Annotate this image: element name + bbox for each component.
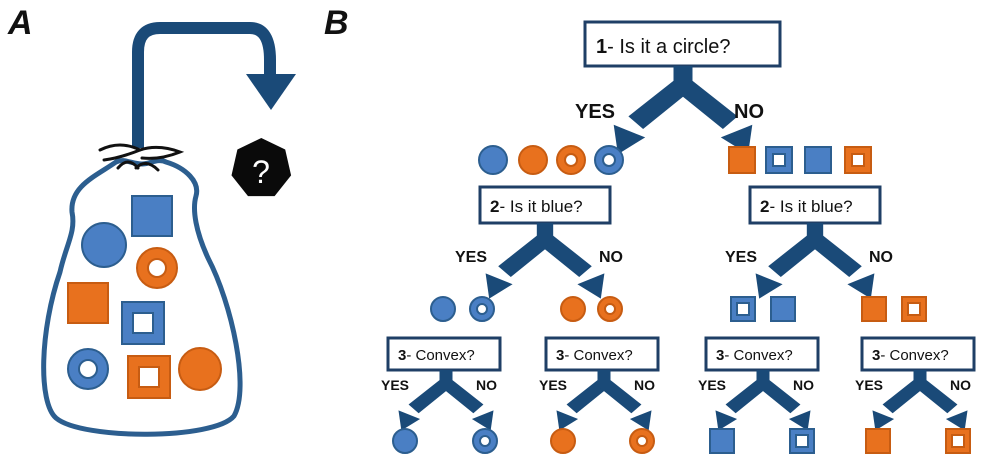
blue-squares-group [730, 296, 796, 322]
curved-arrow-icon [132, 22, 276, 148]
svg-text:3- Convex?: 3- Convex? [398, 347, 475, 364]
orange-hollow-square-hole-icon [851, 153, 865, 167]
q3-2-text: - Convex? [564, 347, 632, 364]
blue-hollow-square-hole-icon [736, 302, 750, 316]
branch-yes-label: YES [698, 377, 726, 393]
blue-square-icon [709, 428, 735, 454]
panel-b-label: B [324, 4, 349, 42]
q3-4-number: 3 [872, 347, 880, 364]
heptagon-mystery-icon [231, 138, 292, 197]
branch-no-label: NO [634, 377, 655, 393]
blue-ring-hole-icon [602, 153, 616, 167]
orange-hollow-square-hole-icon [907, 302, 921, 316]
blue-ring-hole-icon [78, 359, 98, 379]
orange-ring-hole-icon [564, 153, 578, 167]
blue-ring-hole-icon [476, 303, 488, 315]
curved-arrow-head-icon [246, 74, 296, 110]
blue-circle-icon [81, 222, 127, 268]
branch-yes-label: YES [539, 377, 567, 393]
orange-ring-hole-icon [604, 303, 616, 315]
orange-ring-hole-icon [147, 258, 167, 278]
blue-circle-icon [478, 145, 508, 175]
q3-1-number: 3 [398, 347, 406, 364]
branch-no-label: NO [734, 101, 764, 123]
branch-no-label: NO [793, 377, 814, 393]
blue-ring-hole-icon [479, 435, 491, 447]
q2-left-number: 2 [490, 197, 499, 216]
q3-1-text: - Convex? [406, 347, 474, 364]
q3-3-number: 3 [716, 347, 724, 364]
question-3-box-3: 3- Convex? [704, 336, 820, 372]
orange-circle-icon [178, 347, 222, 391]
q2-right-number: 2 [760, 197, 769, 216]
orange-circle-icon [560, 296, 586, 322]
branch-yes-label: YES [855, 377, 883, 393]
question-3-box-2: 3- Convex? [544, 336, 660, 372]
orange-square-icon [728, 146, 756, 174]
q2-left-text: - Is it blue? [499, 197, 582, 216]
blue-square-icon [804, 146, 832, 174]
bag-tie-icon [98, 143, 185, 172]
q2-right-text: - Is it blue? [769, 197, 852, 216]
mystery-symbol: ? [252, 154, 270, 190]
q3-4-text: - Convex? [880, 347, 948, 364]
blue-hollow-square-hole-icon [132, 312, 154, 334]
svg-text:2- Is it blue?: 2- Is it blue? [760, 197, 853, 216]
branch-no-label: NO [476, 377, 497, 393]
blue-square-icon [131, 195, 173, 237]
orange-ring-hole-icon [636, 435, 648, 447]
blue-square-icon [770, 296, 796, 322]
fork-arrow-icon [485, 223, 605, 299]
svg-text:3- Convex?: 3- Convex? [556, 347, 633, 364]
svg-text:3- Convex?: 3- Convex? [716, 347, 793, 364]
orange-square-icon [865, 428, 891, 454]
question-3-box-1: 3- Convex? [386, 336, 502, 372]
svg-text:1- Is it a circle?: 1- Is it a circle? [596, 36, 730, 58]
svg-text:3- Convex?: 3- Convex? [872, 347, 949, 364]
fork-arrow-icon [613, 66, 753, 155]
fork-arrow-icon [755, 223, 875, 299]
blue-hollow-square-hole-icon [795, 434, 809, 448]
orange-square-icon [67, 282, 109, 324]
branch-yes-label: YES [725, 249, 757, 266]
orange-hollow-square-hole-icon [138, 366, 160, 388]
branch-yes-label: YES [575, 101, 615, 123]
q1-number: 1 [596, 36, 607, 58]
svg-text:2- Is it blue?: 2- Is it blue? [490, 197, 583, 216]
q1-text: - Is it a circle? [607, 36, 730, 58]
blue-circle-icon [430, 296, 456, 322]
branch-no-label: NO [599, 249, 623, 266]
orange-circle-icon [550, 428, 576, 454]
q3-3-text: - Convex? [724, 347, 792, 364]
branch-no-label: NO [950, 377, 971, 393]
blue-circles-group [430, 296, 495, 322]
orange-hollow-square-hole-icon [951, 434, 965, 448]
panel-a-label: A [7, 4, 33, 42]
bag-group: ? [41, 22, 296, 437]
blue-circle-icon [392, 428, 418, 454]
blue-hollow-square-icon [789, 428, 815, 454]
orange-circles-group [560, 296, 623, 322]
orange-circle-icon [518, 145, 548, 175]
q3-2-number: 3 [556, 347, 564, 364]
question-2-box-left: 2- Is it blue? [478, 185, 612, 225]
orange-square-icon [861, 296, 887, 322]
orange-squares-group [861, 296, 927, 322]
circle-group [478, 145, 624, 175]
branch-yes-label: YES [381, 377, 409, 393]
blue-hollow-square-hole-icon [772, 153, 786, 167]
branch-no-label: NO [869, 249, 893, 266]
question-1-box: 1- Is it a circle? [583, 20, 782, 68]
orange-hollow-square-icon [127, 355, 171, 399]
question-2-box-right: 2- Is it blue? [748, 185, 882, 225]
branch-yes-label: YES [455, 249, 487, 266]
square-group [728, 146, 872, 174]
orange-hollow-square-icon [901, 296, 927, 322]
question-3-box-4: 3- Convex? [860, 336, 976, 372]
